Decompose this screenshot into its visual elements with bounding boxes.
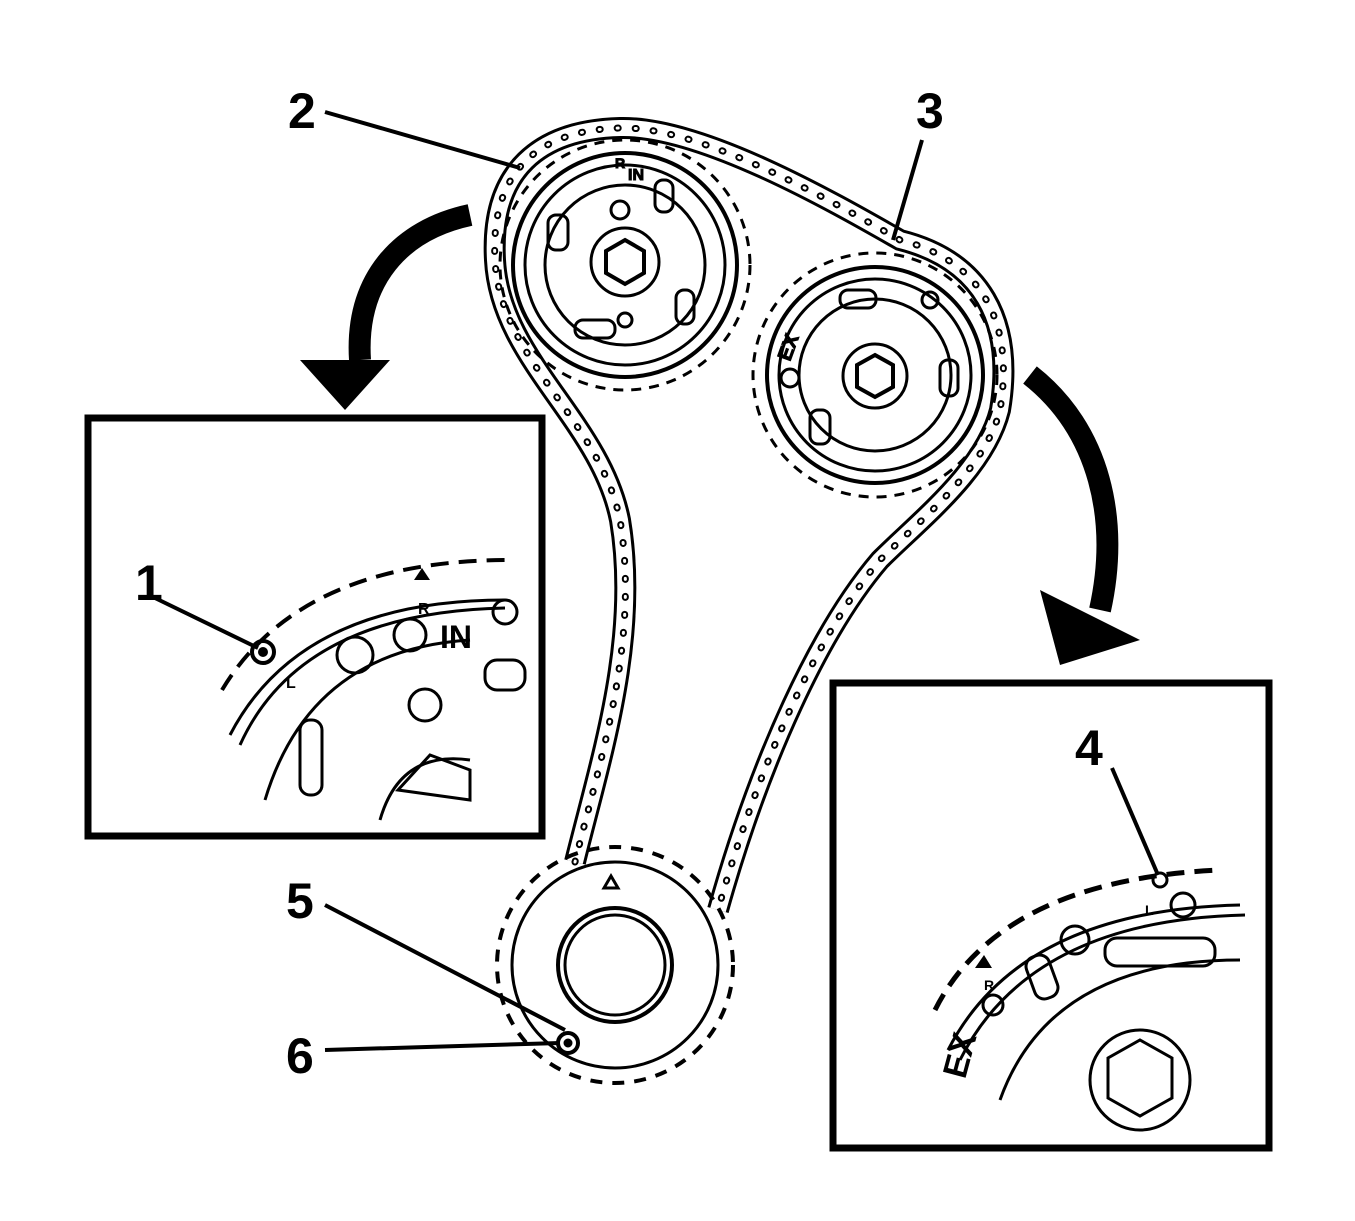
crankshaft-sprocket xyxy=(495,845,735,1085)
callout-5: 5 xyxy=(286,873,314,929)
callout-6: 6 xyxy=(286,1028,314,1084)
intake-in-mark: IN xyxy=(628,167,644,184)
intake-detail-inset: R IN L xyxy=(84,414,546,840)
inset-intake-in-mark: IN xyxy=(440,619,472,655)
callout-1: 1 xyxy=(135,555,163,611)
leader-lines xyxy=(154,110,1160,1052)
arrow-to-exhaust-detail xyxy=(1023,366,1140,665)
intake-timing-dot xyxy=(250,639,276,665)
leader-5 xyxy=(324,903,566,1032)
exhaust-sprocket-teeth xyxy=(751,251,999,499)
callout-2: 2 xyxy=(288,83,316,139)
callout-3: 3 xyxy=(916,83,944,139)
callout-4: 4 xyxy=(1075,720,1103,776)
exhaust-hub xyxy=(841,342,909,410)
intake-hub xyxy=(589,226,661,298)
exhaust-camshaft-sprocket: EX xyxy=(751,251,999,499)
intake-right-mark: R xyxy=(615,155,625,171)
crank-sprocket-teeth xyxy=(495,845,735,1085)
exhaust-bolt-hex xyxy=(855,352,895,400)
timing-chain xyxy=(483,116,1015,914)
intake-sprocket-teeth xyxy=(498,138,752,392)
leader-6 xyxy=(324,1041,561,1052)
exhaust-detail-inset: L R EX xyxy=(829,679,1273,1152)
inset-exhaust-left-mark: L xyxy=(1145,902,1154,918)
arrow-to-intake-detail xyxy=(300,204,473,410)
crank-timing-triangle xyxy=(601,873,621,890)
exhaust-timing-dot xyxy=(1151,871,1169,889)
leader-1 xyxy=(154,596,259,650)
leader-2 xyxy=(324,110,521,170)
intake-camshaft-sprocket: R IN xyxy=(498,138,752,392)
intake-bolt-hex xyxy=(604,237,646,287)
inset-intake-left-mark: L xyxy=(286,675,296,692)
leader-4 xyxy=(1110,767,1160,876)
inset-intake-right-mark: R xyxy=(418,601,430,618)
inset-exhaust-right-mark: R xyxy=(984,977,994,993)
crank-bore xyxy=(556,906,674,1024)
leader-3 xyxy=(891,139,924,241)
